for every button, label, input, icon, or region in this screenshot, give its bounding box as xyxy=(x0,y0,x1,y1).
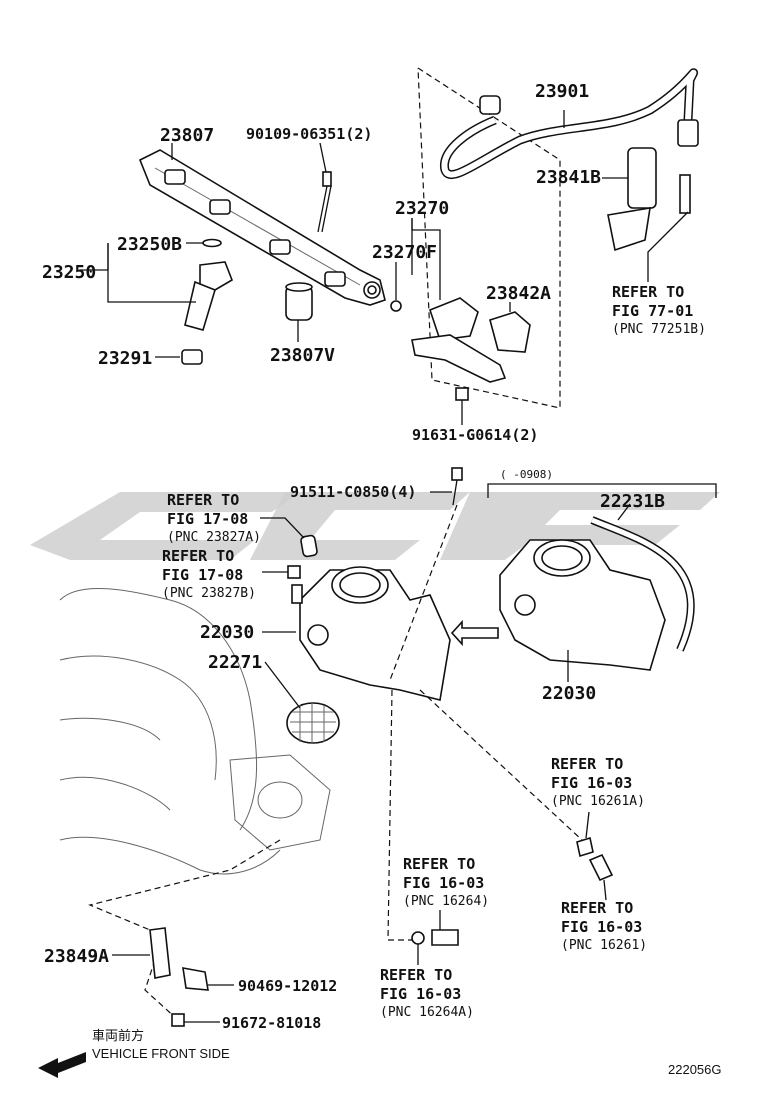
ref77-line3: (PNC 77251B) xyxy=(612,322,706,337)
ref16b-line3: (PNC 16264) xyxy=(403,894,489,909)
label-22231B: 22231B xyxy=(600,491,665,512)
vehicle-front-arrow-icon xyxy=(38,1052,86,1078)
ref16b-line1: REFER TO xyxy=(403,855,475,873)
ref17a-line3: (PNC 23827A) xyxy=(167,530,261,545)
ref17b-line3: (PNC 23827B) xyxy=(162,586,256,601)
ref16c-line3: (PNC 16261) xyxy=(561,938,647,953)
label-23901: 23901 xyxy=(535,81,589,102)
ref17a-line2: FIG 17-08 xyxy=(167,510,248,528)
label-23270F: 23270F xyxy=(372,242,437,263)
date-range: ( -0908) xyxy=(500,468,553,481)
intake-manifold xyxy=(59,588,331,875)
vehicle-front-en: VEHICLE FRONT SIDE xyxy=(92,1046,230,1061)
label-91511: 91511-C0850(4) xyxy=(290,483,416,501)
label-23807V: 23807V xyxy=(270,345,335,366)
ref16d-line2: FIG 16-03 xyxy=(380,985,461,1003)
ref17a-line1: REFER TO xyxy=(167,491,239,509)
ref16b-line2: FIG 16-03 xyxy=(403,874,484,892)
label-22030-right: 22030 xyxy=(542,683,596,704)
fuel-rail-assembly xyxy=(138,149,386,306)
label-90109: 90109-06351(2) xyxy=(246,125,372,143)
vapor-hose xyxy=(440,68,699,180)
ref16a-line1: REFER TO xyxy=(551,755,623,773)
label-23807: 23807 xyxy=(160,125,214,146)
ref17b-line2: FIG 17-08 xyxy=(162,566,243,584)
throttle-body-left xyxy=(291,566,451,701)
ref77-line1: REFER TO xyxy=(612,283,684,301)
ref16d-line3: (PNC 16264A) xyxy=(380,1005,474,1020)
ref16a-line2: FIG 16-03 xyxy=(551,774,632,792)
vehicle-front-jp: 車両前方 xyxy=(92,1028,144,1044)
label-23250B: 23250B xyxy=(117,234,182,255)
pressure-regulator xyxy=(390,67,561,415)
injector xyxy=(181,238,233,365)
ref16a-line3: (PNC 16261A) xyxy=(551,794,645,809)
label-23250: 23250 xyxy=(42,262,96,283)
label-23291: 23291 xyxy=(98,348,152,369)
label-23842A: 23842A xyxy=(486,283,551,304)
ref16d-line1: REFER TO xyxy=(380,966,452,984)
label-22030-left: 22030 xyxy=(200,622,254,643)
vsv-valve xyxy=(607,147,691,252)
ref77-line2: FIG 77-01 xyxy=(612,302,693,320)
direction-arrow-icon xyxy=(450,619,499,647)
label-23849A: 23849A xyxy=(44,946,109,967)
figure-code: 222056G xyxy=(668,1062,722,1077)
ref16c-line2: FIG 16-03 xyxy=(561,918,642,936)
ref17b-line1: REFER TO xyxy=(162,547,234,565)
label-91631: 91631-G0614(2) xyxy=(412,426,538,444)
label-91672: 91672-81018 xyxy=(222,1014,321,1032)
insulator xyxy=(285,282,313,321)
label-22271: 22271 xyxy=(208,652,262,673)
sensor-bracket xyxy=(149,927,209,1027)
label-23270: 23270 xyxy=(395,198,449,219)
label-23841B: 23841B xyxy=(536,167,601,188)
label-90469: 90469-12012 xyxy=(238,977,337,995)
throttle-body-right xyxy=(499,516,695,671)
injector-bolt xyxy=(317,171,332,233)
gasket xyxy=(286,702,340,744)
ref16c-line1: REFER TO xyxy=(561,899,633,917)
